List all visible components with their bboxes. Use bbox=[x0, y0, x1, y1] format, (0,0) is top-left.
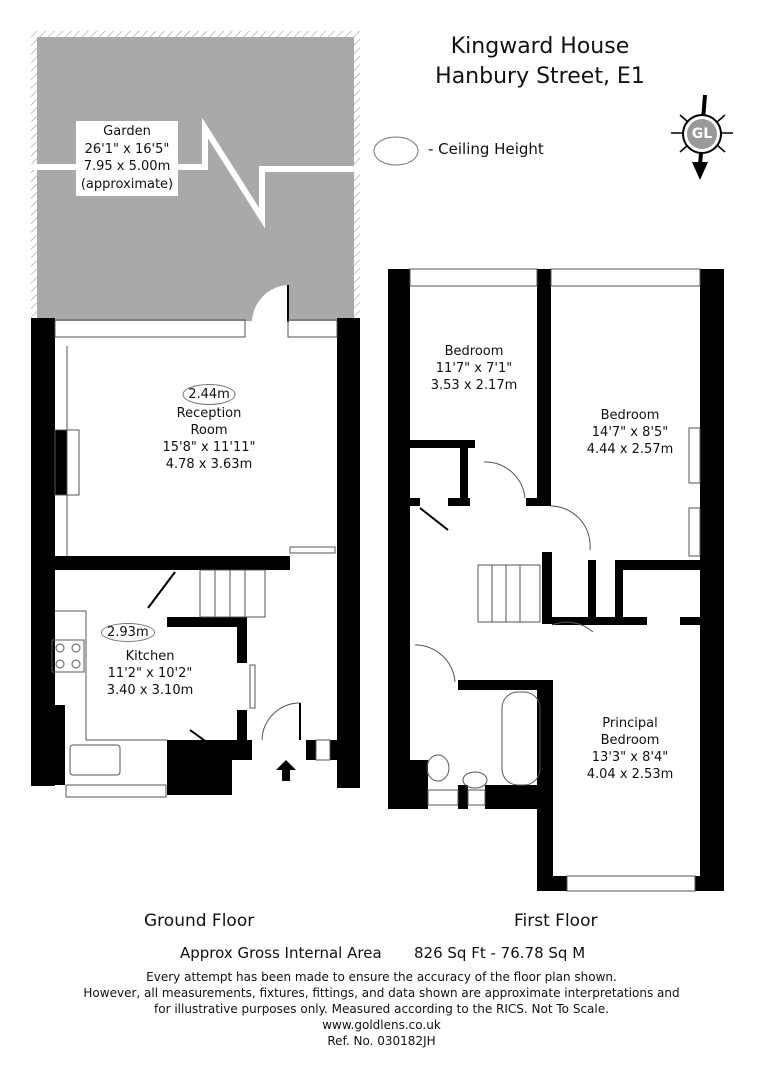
website-link[interactable]: www.goldlens.co.uk bbox=[322, 1018, 441, 1032]
room-name: Bedroom bbox=[600, 408, 660, 423]
bedroom-2-label: Bedroom 14'7" x 8'5" 4.44 x 2.57m bbox=[587, 407, 674, 458]
room-name: Room bbox=[190, 423, 228, 438]
compass-logo-text: GL bbox=[691, 126, 713, 142]
room-name: Principal bbox=[602, 716, 658, 731]
area-value: 826 Sq Ft - 76.78 Sq M bbox=[414, 944, 586, 962]
ceiling-height-legend: - Ceiling Height bbox=[428, 140, 544, 158]
room-metric: 4.44 x 2.57m bbox=[586, 442, 674, 457]
first-floor-walls bbox=[388, 269, 724, 891]
principal-bedroom-label: Principal Bedroom 13'3" x 8'4" 4.04 x 2.… bbox=[587, 715, 674, 783]
property-address: Hanbury Street, E1 bbox=[435, 64, 645, 89]
ceiling-value: 2.93m bbox=[101, 623, 155, 642]
kitchen-ceiling-height: 2.93m bbox=[101, 621, 155, 642]
area-label: Approx Gross Internal Area bbox=[180, 944, 382, 962]
reception-ceiling-height: 2.44m bbox=[182, 384, 236, 405]
property-name: Kingward House bbox=[450, 34, 630, 59]
bedroom-1-label: Bedroom 11'7" x 7'1" 3.53 x 2.17m bbox=[431, 343, 518, 394]
disclaimer-line: Every attempt has been made to ensure th… bbox=[146, 970, 617, 984]
room-metric: 4.78 x 3.63m bbox=[165, 457, 253, 472]
kitchen-label: Kitchen 11'2" x 10'2" 3.40 x 3.10m bbox=[107, 648, 194, 699]
room-name: Bedroom bbox=[600, 733, 660, 748]
garden-imperial: 26'1" x 16'5" bbox=[84, 141, 170, 157]
room-name: Kitchen bbox=[125, 649, 175, 664]
ground-floor-fixtures bbox=[51, 319, 338, 798]
room-metric: 4.04 x 2.53m bbox=[586, 767, 674, 782]
garden-label: Garden 26'1" x 16'5" 7.95 x 5.00m (appro… bbox=[76, 121, 178, 196]
disclaimer: Every attempt has been made to ensure th… bbox=[0, 969, 763, 1049]
garden-note: (approximate) bbox=[80, 176, 174, 192]
garden-name: Garden bbox=[103, 124, 151, 139]
room-imperial: 15'8" x 11'11" bbox=[162, 440, 256, 455]
room-metric: 3.40 x 3.10m bbox=[106, 683, 194, 698]
room-metric: 3.53 x 2.17m bbox=[430, 378, 518, 393]
entrance-arrow-icon bbox=[276, 760, 296, 781]
room-name: Bedroom bbox=[444, 344, 504, 359]
garden-metric: 7.95 x 5.00m bbox=[83, 159, 171, 174]
ground-floor-walls bbox=[31, 318, 360, 795]
reference-number: Ref. No. 030182JH bbox=[327, 1034, 436, 1048]
disclaimer-line: However, all measurements, fixtures, fit… bbox=[83, 986, 680, 1000]
room-name: Reception bbox=[176, 406, 242, 421]
disclaimer-line: for illustrative purposes only. Measured… bbox=[154, 1002, 609, 1016]
room-imperial: 11'2" x 10'2" bbox=[107, 666, 193, 681]
ceiling-height-legend-icon bbox=[373, 136, 419, 166]
compass-north-icon bbox=[671, 94, 733, 180]
room-imperial: 13'3" x 8'4" bbox=[591, 750, 669, 765]
room-imperial: 14'7" x 8'5" bbox=[591, 425, 669, 440]
first-floor-fixtures bbox=[409, 268, 701, 892]
first-floor-label: First Floor bbox=[514, 911, 598, 931]
ground-floor-label: Ground Floor bbox=[144, 911, 255, 931]
garden-area bbox=[31, 31, 360, 322]
reception-room-label: 2.44m Reception Room 15'8" x 11'11" 4.78… bbox=[162, 384, 256, 473]
room-imperial: 11'7" x 7'1" bbox=[435, 361, 513, 376]
